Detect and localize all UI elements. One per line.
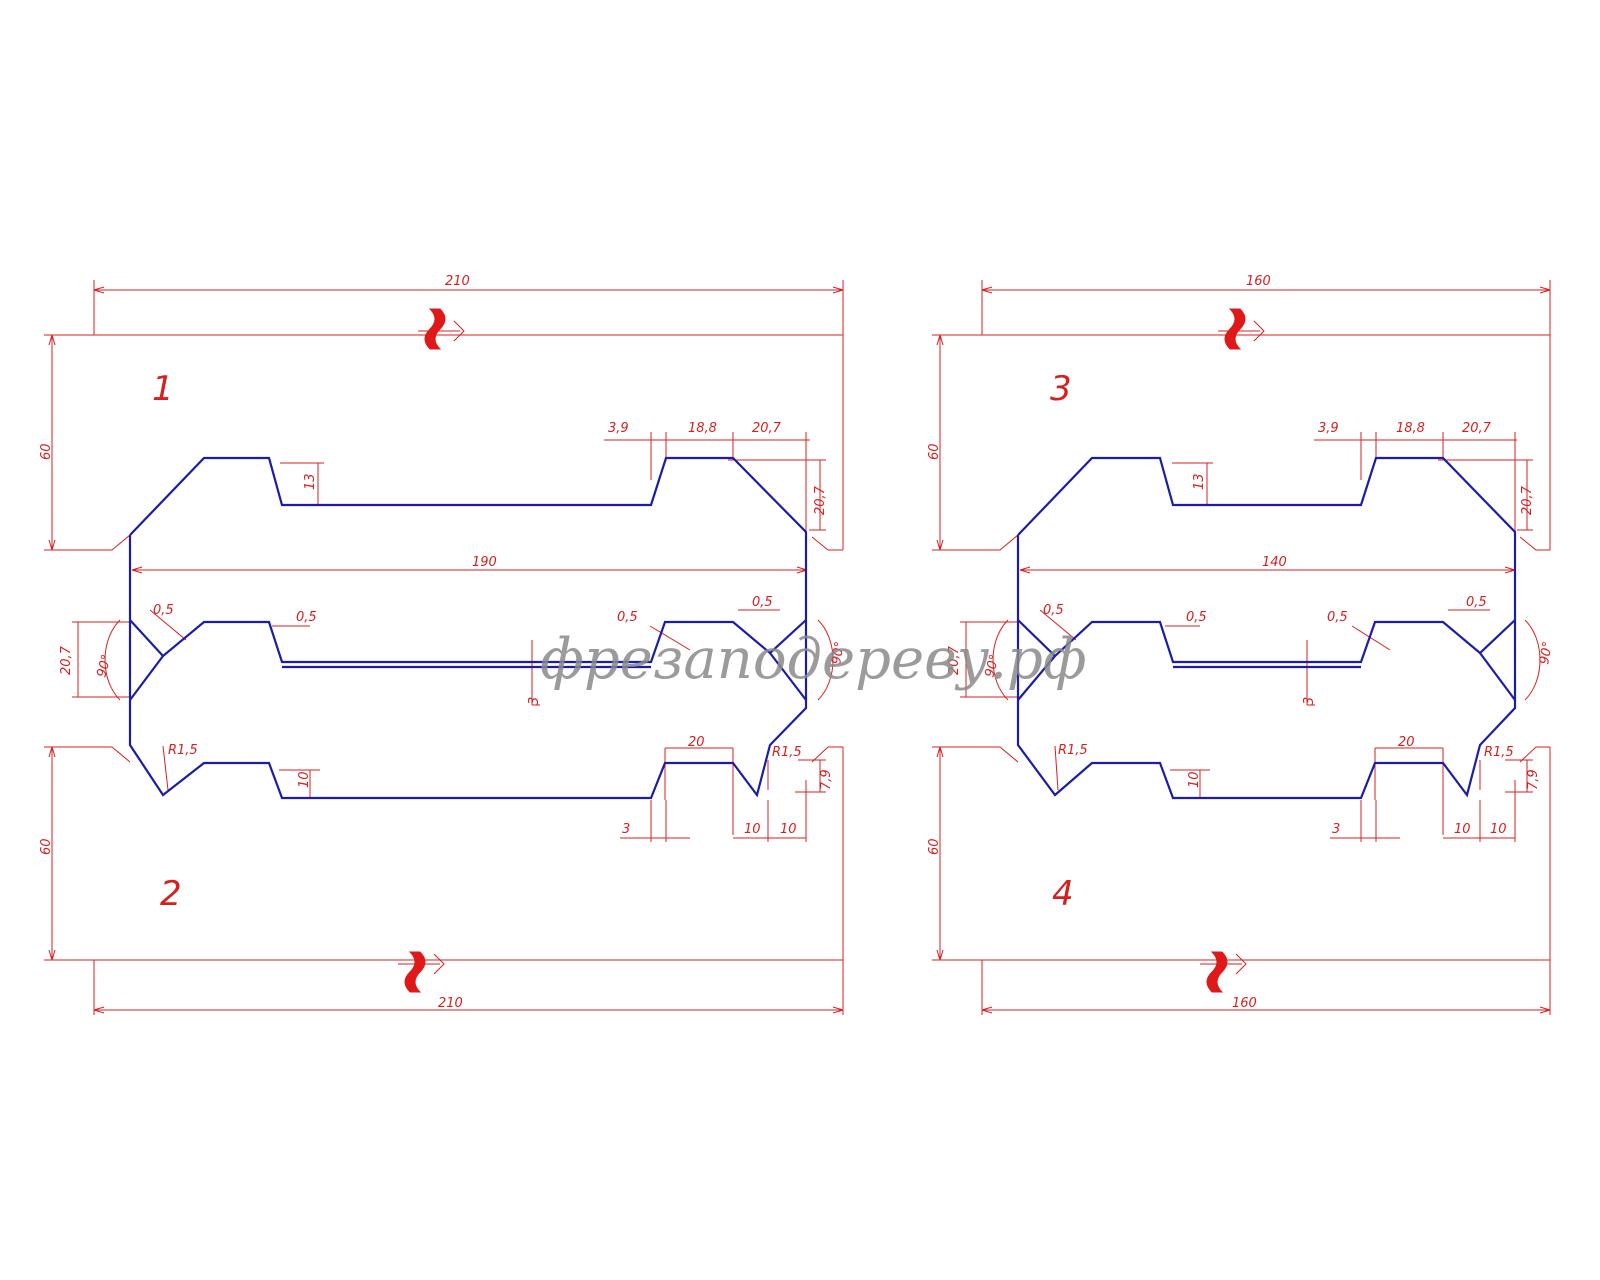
dim-chamfer-c: 0,5	[1327, 610, 1348, 625]
dim-left-20-7: 20,7	[947, 645, 962, 675]
rotating-cutter-icon	[1200, 951, 1247, 993]
dim-angle-right: 90°	[829, 640, 848, 665]
dim-chamfer-c: 0,5	[617, 610, 638, 625]
dim-radius-right: R1,5	[1484, 745, 1514, 760]
dim-10-b: 10	[1490, 822, 1507, 837]
dim-angle-right: 90°	[1537, 640, 1556, 665]
rotating-cutter-icon	[1218, 308, 1265, 350]
profile-bottom	[1017, 619, 1516, 664]
dim-chamfer-a: 0,5	[153, 603, 174, 618]
dim-height-bottom: 60	[927, 838, 942, 855]
tool-number-bottom: 2	[160, 874, 182, 914]
dim-chamfer-d: 0,5	[1466, 595, 1487, 610]
dim-10-a: 10	[744, 822, 761, 837]
dim-radius-right: R1,5	[772, 745, 802, 760]
dim-20-7-v: 20,7	[1520, 485, 1535, 515]
detail-dimension-lines	[960, 432, 1533, 842]
bottom-dimension-lines	[932, 746, 1551, 1015]
dim-10-vertical: 10	[1187, 771, 1202, 788]
tool-set-210: 1 2 210 210 190 60 60 3,9 18,8 20,7 20,7…	[39, 274, 848, 1015]
dim-10-a: 10	[1454, 822, 1471, 837]
dim-total-width-top: 210	[445, 274, 470, 289]
angle-arcs	[104, 619, 834, 701]
rotating-cutter-icon	[398, 951, 445, 993]
dim-3-vertical: 3	[1302, 697, 1317, 705]
dim-7-9: 7,9	[819, 769, 834, 790]
dim-left-20-7: 20,7	[59, 645, 74, 675]
dim-3-horizontal: 3	[1332, 822, 1340, 837]
dim-total-width-top: 160	[1246, 274, 1271, 289]
dim-20-7-h: 20,7	[1462, 421, 1492, 436]
dim-chamfer-a: 0,5	[1043, 603, 1064, 618]
detail-dimension-lines	[72, 432, 826, 842]
dim-18-8: 18,8	[688, 421, 717, 436]
dim-height-top: 60	[927, 443, 942, 460]
dim-total-width-bottom: 160	[1232, 996, 1257, 1011]
tool-number-top: 3	[1050, 369, 1072, 409]
dim-angle-left: 90°	[982, 653, 1002, 679]
dim-3-9: 3,9	[1318, 421, 1339, 436]
dim-3-horizontal: 3	[622, 822, 630, 837]
dim-3-vertical: 3	[527, 697, 542, 705]
dim-total-width-bottom: 210	[438, 996, 463, 1011]
dim-angle-left: 90°	[94, 653, 114, 679]
dim-radius-left: R1,5	[1058, 743, 1088, 758]
dim-20-7-h: 20,7	[752, 421, 782, 436]
bottom-dimension-lines	[44, 746, 844, 1015]
top-dimension-lines	[44, 280, 844, 551]
tool-number-top: 1	[152, 369, 174, 409]
tool-number-bottom: 4	[1052, 874, 1074, 914]
dim-chamfer-b: 0,5	[1186, 610, 1207, 625]
profile-top	[1016, 456, 1517, 800]
dim-height-bottom: 60	[39, 838, 54, 855]
profile-top	[128, 456, 808, 800]
dim-13: 13	[303, 473, 318, 490]
watermark-text: фрезаподереву.рф	[540, 627, 1087, 692]
dim-20: 20	[688, 735, 705, 750]
dim-chamfer-b: 0,5	[296, 610, 317, 625]
dim-height-top: 60	[39, 443, 54, 460]
dim-10-vertical: 10	[297, 771, 312, 788]
dim-20: 20	[1398, 735, 1415, 750]
dim-20-7-v: 20,7	[813, 485, 828, 515]
dim-body-width: 140	[1262, 555, 1287, 570]
dim-7-9: 7,9	[1526, 769, 1541, 790]
profile-bottom	[129, 619, 807, 664]
top-dimension-lines	[932, 280, 1551, 551]
dim-10-b: 10	[780, 822, 797, 837]
profile-inner	[1017, 652, 1516, 701]
rotating-cutter-icon	[418, 308, 465, 350]
dim-body-width: 190	[472, 555, 497, 570]
dim-13: 13	[1192, 473, 1207, 490]
dim-3-9: 3,9	[608, 421, 629, 436]
dim-18-8: 18,8	[1396, 421, 1425, 436]
dim-radius-left: R1,5	[168, 743, 198, 758]
profile-inner	[129, 652, 807, 701]
tool-set-160: 3 4 160 160 140 60 60 3,9 18,8 20,7 20,7…	[927, 274, 1556, 1015]
dim-chamfer-d: 0,5	[752, 595, 773, 610]
angle-arcs	[992, 619, 1541, 701]
